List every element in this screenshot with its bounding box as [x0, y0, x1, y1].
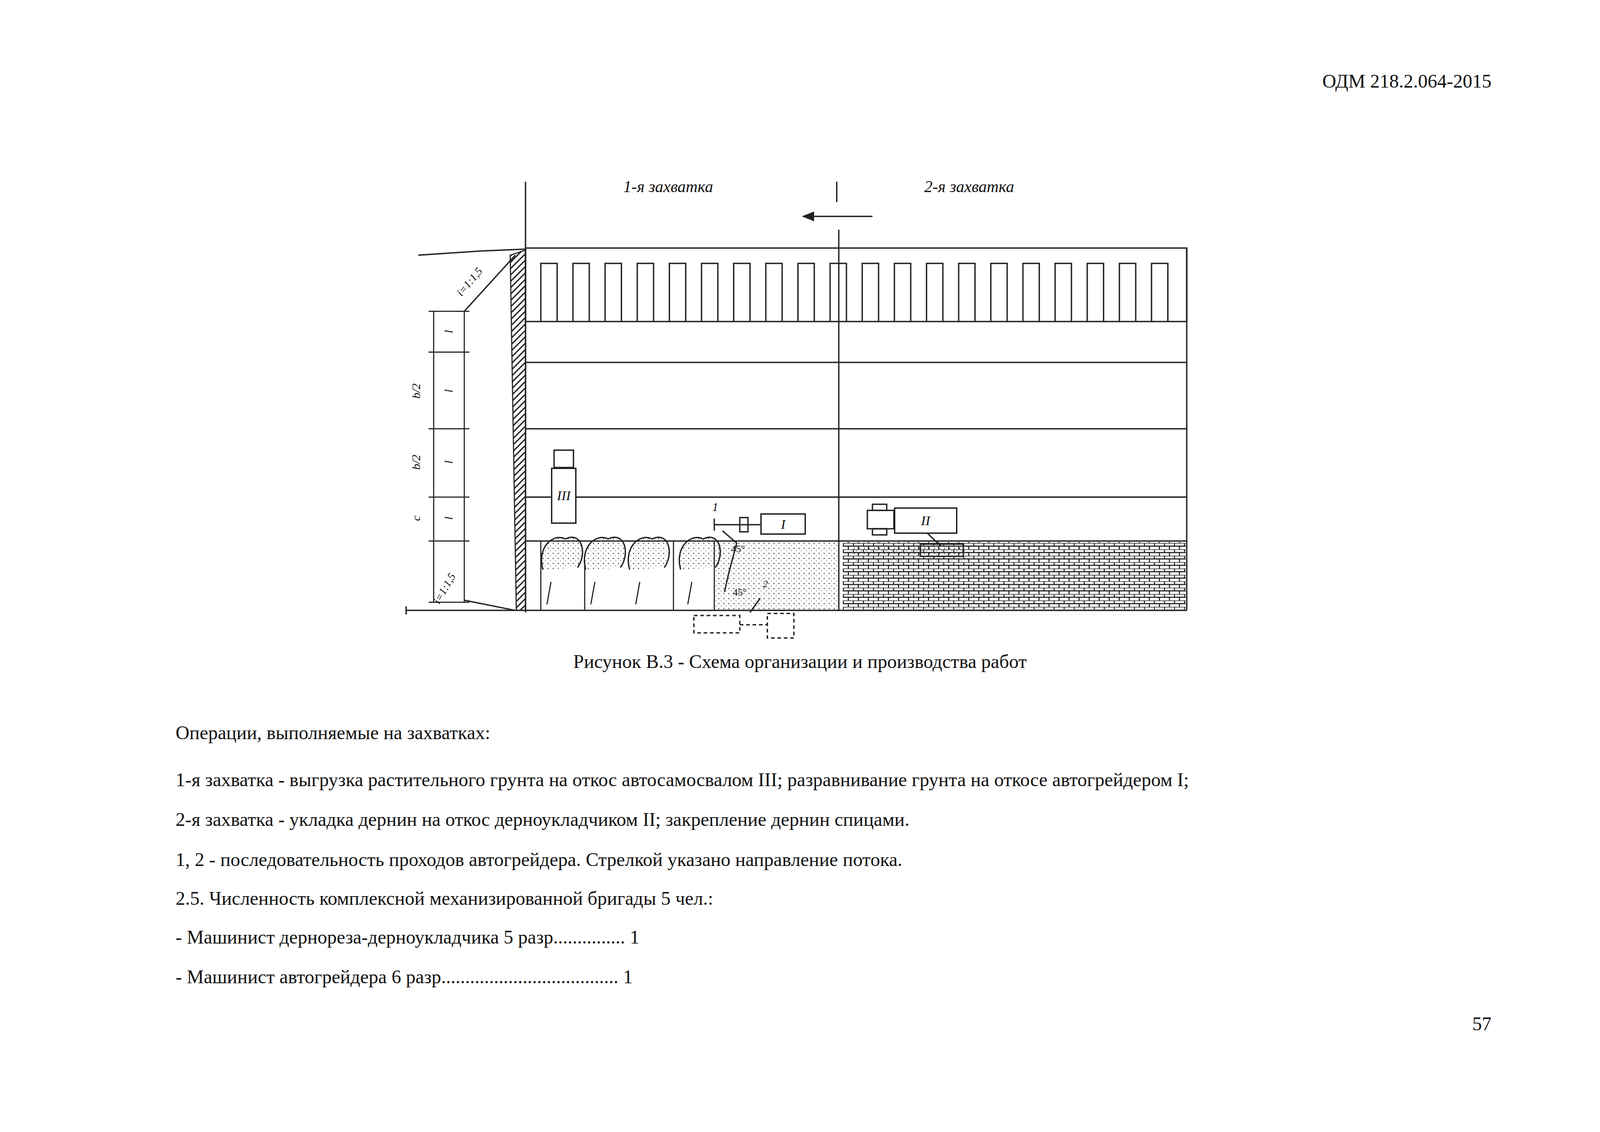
sod-roll	[920, 543, 964, 556]
slope-ratio: i=1:1,5	[431, 571, 459, 607]
zone-tick	[836, 181, 838, 203]
strip-mark	[637, 263, 654, 322]
strip-mark	[990, 263, 1008, 322]
strip-mark	[958, 263, 976, 322]
dimension-label: l	[441, 329, 456, 333]
pass-number: 2	[763, 577, 769, 590]
strip-mark	[733, 263, 751, 322]
pile-trace	[635, 581, 640, 604]
levelled-soil	[714, 541, 841, 610]
layer-wheel	[872, 528, 887, 535]
strip-mark	[669, 263, 686, 322]
dimension-label: b/2	[409, 454, 424, 470]
layer-wheel	[872, 503, 887, 510]
hatched-slope	[510, 249, 526, 611]
dimension-tick	[428, 310, 470, 312]
dimension-label: c	[409, 515, 424, 521]
strip-mark	[1151, 263, 1169, 322]
strip-mark	[1023, 263, 1040, 322]
figure-caption: Рисунок В.3 - Схема организации и произв…	[573, 650, 1027, 673]
road-strip	[525, 248, 1187, 322]
strip-mark	[1087, 263, 1104, 322]
lane-line	[525, 361, 1187, 364]
grader-blade	[722, 530, 737, 592]
dimension-tick	[428, 496, 470, 498]
machine-label: III	[556, 487, 571, 504]
levelled-soil	[851, 541, 965, 563]
pile-trace	[672, 540, 675, 611]
strip-mark	[605, 263, 622, 322]
ground-line	[418, 249, 526, 255]
figure-lines	[405, 181, 1187, 638]
body-text: 2.5. Численность комплексной механизиров…	[175, 887, 714, 910]
pile-trace	[687, 581, 692, 604]
grader-blade	[749, 597, 760, 613]
sod-layer: II	[893, 507, 958, 534]
angle-label: 45°	[731, 542, 746, 555]
machine-label: II	[920, 512, 930, 529]
dump-truck: III	[550, 467, 577, 524]
body-text: 2-я захватка - укладка дернин на откос д…	[175, 808, 910, 831]
grader-pass-2	[767, 613, 794, 639]
pass-number: 1	[712, 500, 719, 515]
lane-line	[525, 540, 1187, 542]
strip-mark	[765, 263, 783, 322]
soil-pile	[541, 536, 583, 570]
lane-line	[525, 496, 1187, 498]
zone-title: 2-я захватка	[924, 177, 1014, 197]
grader-axle	[713, 518, 716, 531]
soil-pile	[584, 536, 626, 570]
dimension-line	[433, 311, 435, 603]
right-edge	[1185, 248, 1188, 611]
grader-frame	[714, 523, 761, 525]
strip-mark	[572, 263, 590, 322]
base-tick	[405, 606, 407, 615]
strip-mark	[862, 263, 879, 322]
pile-trace	[713, 540, 716, 611]
body-text: Операции, выполняемые на захватках:	[175, 721, 491, 744]
strip-mark	[798, 263, 815, 322]
strip-mark	[701, 263, 718, 322]
page-number: 57	[1472, 1012, 1492, 1035]
strip-mark	[540, 263, 558, 322]
pile-trace	[546, 581, 551, 604]
soil-pile	[628, 536, 670, 570]
body-text: - Машинист дернореза-дерноукладчика 5 ра…	[175, 925, 640, 948]
dimension-label: l	[441, 389, 456, 393]
pile-trace	[540, 540, 542, 611]
machine-label: I	[780, 516, 786, 532]
dimension-label: b/2	[409, 383, 424, 399]
strip-mark	[1119, 263, 1136, 322]
dimension-tick	[428, 427, 470, 430]
dimension-tick	[428, 351, 470, 354]
flow-arrow	[803, 215, 873, 218]
body-text: 1-я захватка - выгрузка растительного гр…	[175, 768, 1190, 791]
pile-trace	[590, 581, 595, 604]
grader-frame	[739, 623, 768, 626]
dimension-line	[463, 311, 466, 603]
angle-label: 45°	[732, 586, 748, 598]
motor-grader: I	[760, 513, 807, 535]
strip-mark	[894, 263, 911, 322]
laid-sod	[842, 541, 1186, 610]
page-header: ОДМ 218.2.064-2015	[1322, 70, 1492, 93]
grader-wheel	[739, 517, 749, 532]
strip-mark	[926, 263, 943, 322]
lane-line	[525, 427, 1187, 430]
body-text: 1, 2 - последовательность проходов автог…	[175, 848, 903, 871]
grader-pass-2	[693, 615, 740, 633]
dimension-label: l	[441, 460, 456, 464]
dimension-label: l	[441, 516, 456, 520]
pile-trace	[584, 566, 586, 611]
zone-title: 1-я захватка	[623, 177, 713, 197]
layer-cab	[867, 510, 894, 529]
dimension-tick	[428, 540, 470, 542]
truck-cab	[554, 450, 574, 468]
strip-mark	[1054, 263, 1072, 322]
body-text: - Машинист автогрейдера 6 разр..........…	[175, 965, 633, 988]
slope-line	[464, 600, 516, 611]
